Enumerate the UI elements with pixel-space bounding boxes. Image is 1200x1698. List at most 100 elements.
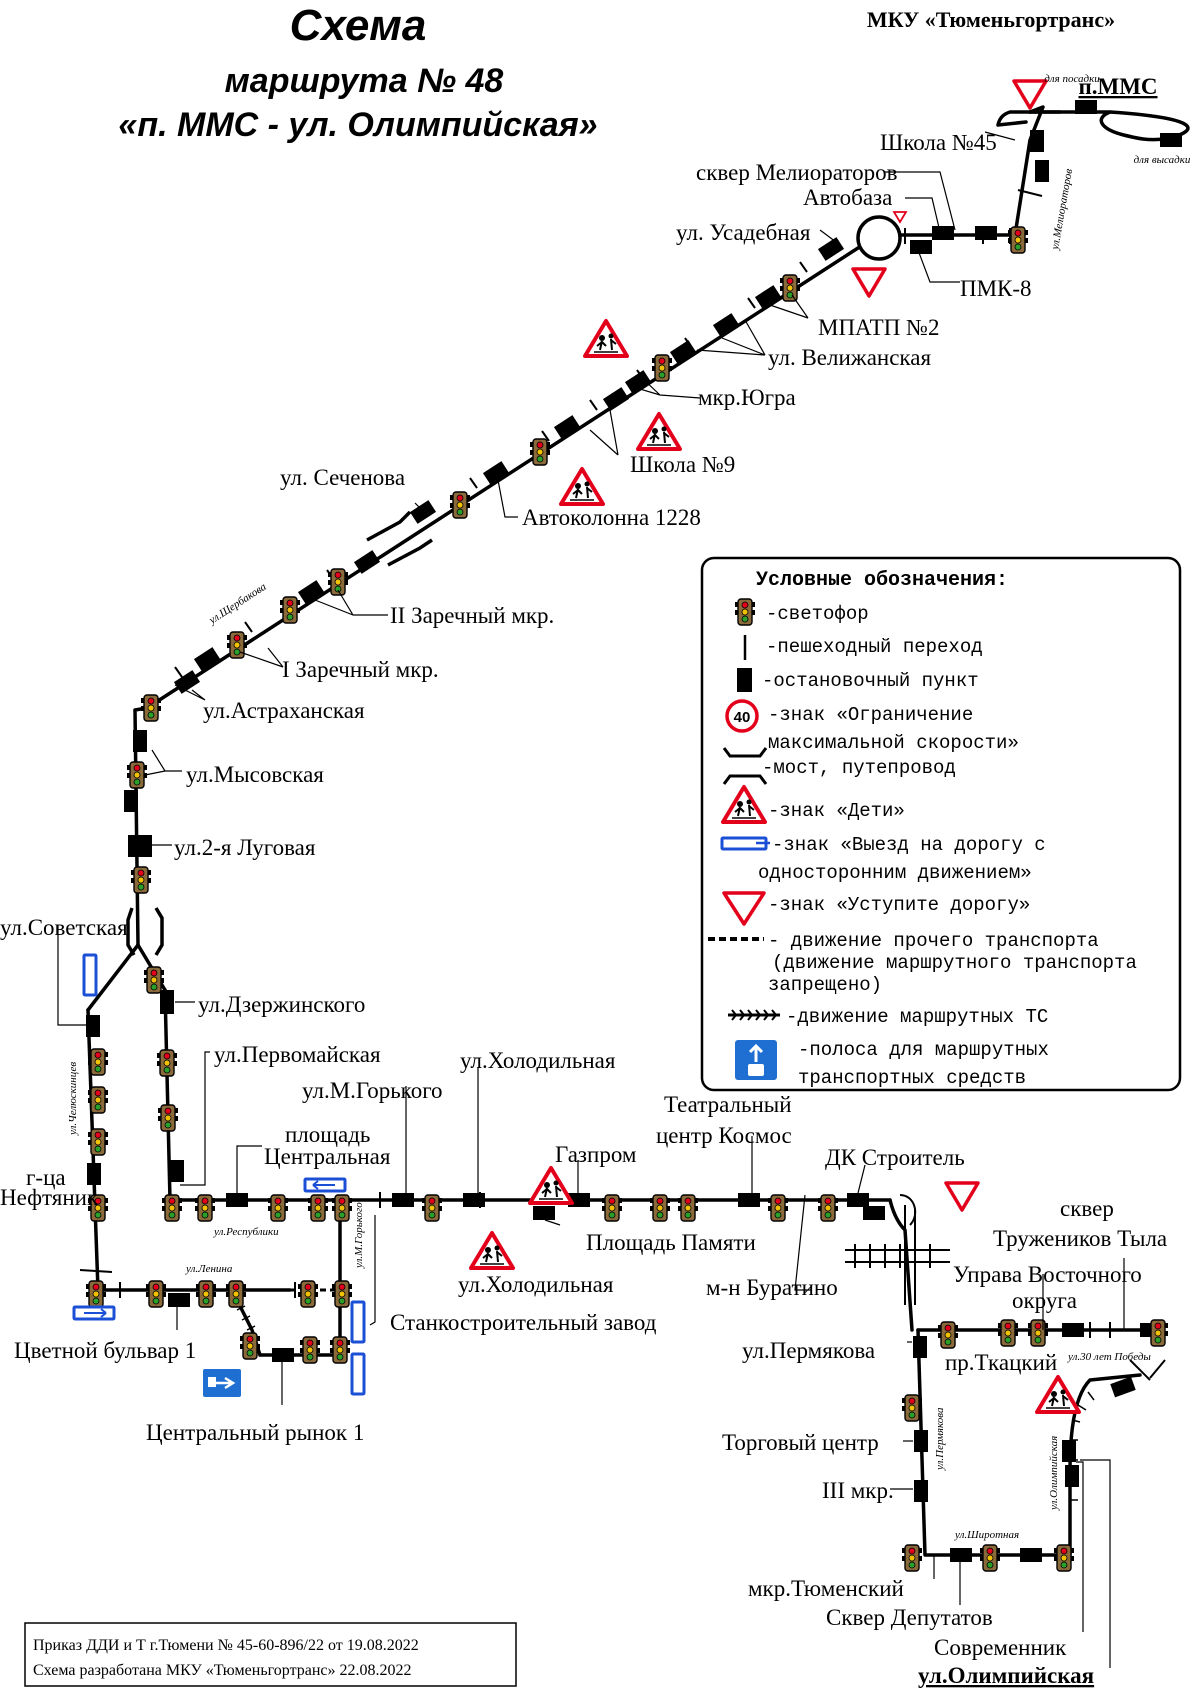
bridge (126, 510, 433, 956)
bus-lane-icon (735, 1040, 777, 1080)
bus-stop-icon (297, 580, 325, 604)
stop-label: II Заречный мкр. (390, 603, 554, 628)
yield-sign-icon (892, 211, 908, 224)
stop-label: сквер Мелиораторов (696, 160, 898, 185)
traffic-light-icon (157, 1104, 179, 1132)
bus-stop-icon (910, 240, 932, 254)
one-way-sign-icon (72, 1305, 116, 1321)
stop-label: Площадь Памяти (586, 1230, 756, 1255)
speed-limit-icon (725, 699, 759, 733)
street-label: ул.Республики (213, 1226, 279, 1238)
stop-label: Управа Восточного (953, 1262, 1142, 1287)
stop-label: ул.М.Горького (302, 1078, 443, 1103)
bus-stop-icon (533, 1206, 555, 1220)
stop-label: III мкр. (822, 1478, 894, 1503)
bus-stop-icon (482, 461, 510, 485)
bus-stop-icon (173, 670, 201, 694)
bus-stop-icon (86, 1015, 100, 1037)
traffic-light-icon (140, 694, 162, 722)
traffic-light-icon (195, 1280, 217, 1308)
stop-label: округа (1012, 1288, 1077, 1313)
traffic-light-icon (901, 1394, 923, 1422)
terminal: п.ММС для посадки для высадки (1044, 73, 1191, 166)
bus-stop-icon (1075, 100, 1097, 114)
bus-stop-icon (913, 1336, 927, 1358)
bus-stop-icon (669, 340, 697, 364)
stop-label: Школа №9 (630, 452, 735, 477)
bus-stop-icon (1160, 133, 1182, 147)
stop-label: Торговый центр (722, 1430, 879, 1455)
route-number: маршрута № 48 (225, 62, 504, 100)
stop-label: Современник (934, 1635, 1067, 1660)
bus-stop-icon (168, 1293, 190, 1307)
legend-speed-1: -знак «Ограничение (768, 704, 973, 726)
bus-stop-icon (754, 285, 782, 309)
legend: Условные обозначения: -светофор -пешеход… (700, 556, 1182, 1092)
one-way-sign-icon (82, 953, 98, 997)
stop-label: ПМК-8 (960, 276, 1032, 301)
bus-stop-icon (1020, 1548, 1042, 1562)
stop-label: ул.Мысовская (186, 762, 324, 787)
terminal-olimpiyskaya: ул.Олимпийская (918, 1663, 1094, 1688)
stop-label: ул. Сеченова (280, 465, 405, 490)
stop-label: центр Космос (656, 1123, 792, 1148)
footer-order: Приказ ДДИ и Т г.Тюмени № 45-60-896/22 о… (33, 1637, 419, 1654)
one-way-sign-icon (303, 1177, 347, 1193)
stop-label: г-ца (26, 1165, 66, 1190)
traffic-light-icon (299, 1336, 321, 1364)
one-way-sign-icon (350, 1352, 366, 1396)
stop-label: мкр.Тюменский (748, 1576, 904, 1601)
bus-stop-icon (128, 835, 152, 857)
children-sign-icon (583, 319, 629, 358)
bus-stop-icon (87, 1163, 101, 1185)
speed-limit-value: 40 (734, 709, 751, 726)
stop-label: Станкостроительный завод (390, 1310, 657, 1335)
legend-bridge: -мост, путепровод (762, 757, 956, 779)
traffic-light-icon (651, 354, 673, 382)
traffic-light-icon (937, 1321, 959, 1349)
traffic-light-icon (239, 1332, 261, 1360)
terminal-name: п.ММС (1078, 74, 1157, 99)
traffic-light-icon (1147, 1319, 1169, 1347)
stop-label: Автоколонна 1228 (522, 505, 701, 530)
bus-stop-icon (914, 1480, 928, 1502)
bus-stop-icon (738, 1193, 760, 1207)
legend-lane-1: -полоса для маршрутных (798, 1039, 1049, 1061)
bus-stop-icon (602, 387, 630, 411)
footer-box (24, 1622, 517, 1687)
traffic-light-icon (901, 1544, 923, 1572)
street-label: ул.М.Горького (353, 1202, 365, 1269)
route-direction-icon (728, 1009, 780, 1021)
children-sign-icon (636, 412, 682, 451)
yield-sign-icon (722, 891, 766, 926)
traffic-light-icon (87, 1086, 109, 1114)
street-label: ул.Челюскинцев (67, 1062, 79, 1136)
traffic-light-icon (156, 1049, 178, 1077)
stop-label: сквер (1060, 1196, 1114, 1221)
stop-label: Нефтяник (0, 1185, 99, 1210)
traffic-light-icon (1027, 1319, 1049, 1347)
traffic-light-icon (331, 1194, 353, 1222)
stop-labels: Школа №45 сквер Мелиораторов Автобаза ул… (0, 130, 1167, 1688)
leader-lines (57, 131, 1125, 1668)
legend-route: -движение маршрутных ТС (786, 1006, 1048, 1028)
stop-label: ул.Первомайская (214, 1042, 381, 1067)
route-name: «п. ММС - ул. Олимпийская» (118, 106, 597, 144)
children-sign-icon (528, 1166, 574, 1205)
traffic-light-icon (529, 438, 551, 466)
traffic-light-icon (997, 1319, 1019, 1347)
terminal-boarding: для посадки (1044, 73, 1100, 85)
traffic-light-icon (87, 1128, 109, 1156)
bus-stop-icon (1110, 1376, 1136, 1398)
stop-label: мкр.Югра (698, 385, 796, 410)
traffic-light-icon (130, 866, 152, 894)
traffic-light-icon (267, 1194, 289, 1222)
legend-other-1: - движение прочего транспорта (768, 930, 1099, 952)
traffic-light-icon (329, 1336, 351, 1364)
traffic-light-icon (677, 1194, 699, 1222)
stop-label: Школа №45 (880, 130, 997, 155)
traffic-light-icon (85, 1280, 107, 1308)
one-way-sign-icon (720, 836, 770, 851)
legend-stop: -остановочный пункт (762, 670, 979, 692)
stop-label: ул.Холодильная (460, 1048, 616, 1073)
